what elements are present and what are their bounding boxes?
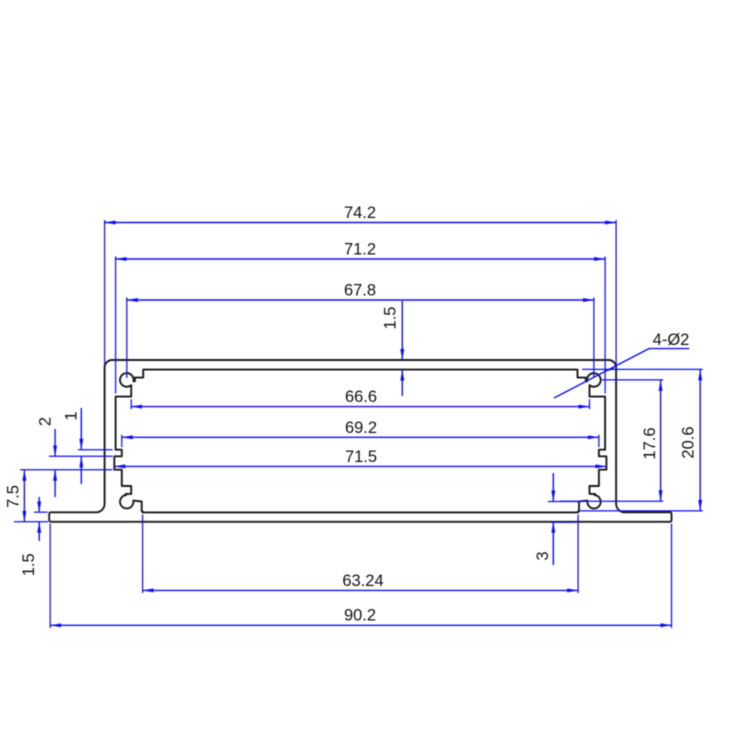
svg-text:4-Ø2: 4-Ø2 (653, 331, 690, 349)
svg-text:67.8: 67.8 (344, 282, 376, 300)
svg-text:20.6: 20.6 (680, 426, 698, 458)
svg-text:1.5: 1.5 (20, 553, 38, 576)
svg-text:3: 3 (534, 551, 552, 560)
svg-text:2: 2 (37, 417, 55, 426)
svg-text:1.5: 1.5 (381, 307, 399, 330)
svg-text:90.2: 90.2 (344, 607, 376, 625)
svg-text:63.24: 63.24 (342, 572, 383, 590)
svg-text:1: 1 (63, 411, 81, 420)
svg-text:74.2: 74.2 (344, 204, 376, 222)
svg-text:71.2: 71.2 (344, 241, 376, 259)
svg-text:17.6: 17.6 (641, 427, 659, 459)
svg-text:66.6: 66.6 (345, 388, 377, 406)
svg-text:69.2: 69.2 (345, 419, 377, 437)
svg-text:71.5: 71.5 (345, 448, 377, 466)
svg-text:7.5: 7.5 (5, 485, 23, 508)
